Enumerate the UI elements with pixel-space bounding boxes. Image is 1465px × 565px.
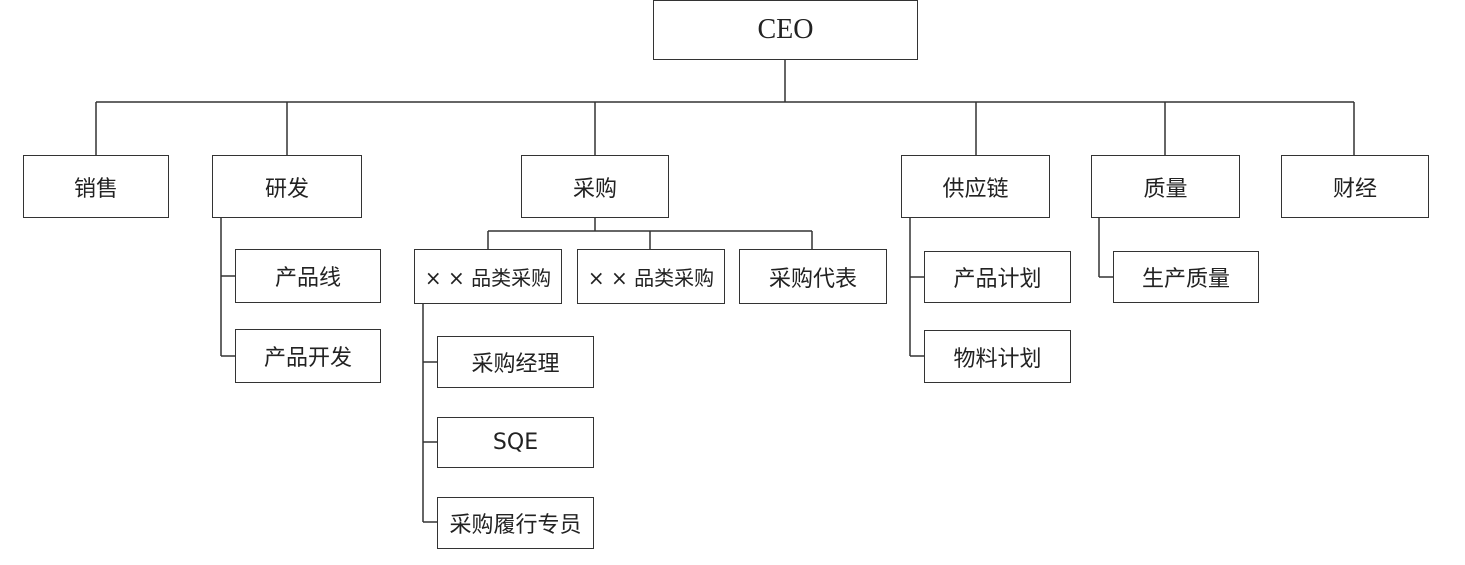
rd-product-line-node: 产品线 [235,249,381,303]
category-purchasing-node-1: × × 品类采购 [414,249,562,304]
ceo-node: CEO [653,0,918,60]
material-planning-node: 物料计划 [924,330,1071,383]
dept-rd-node: 研发 [212,155,362,218]
dept-purchasing-node: 采购 [521,155,669,218]
purchasing-rep-node: 采购代表 [739,249,887,304]
sqe-node: SQE [437,417,594,468]
dept-quality-node: 质量 [1091,155,1240,218]
purchasing-manager-node: 采购经理 [437,336,594,388]
dept-finance-node: 财经 [1281,155,1429,218]
dept-supply-chain-node: 供应链 [901,155,1050,218]
purchase-fulfillment-node: 采购履行专员 [437,497,594,549]
dept-sales-node: 销售 [23,155,169,218]
production-quality-node: 生产质量 [1113,251,1259,303]
product-planning-node: 产品计划 [924,251,1071,303]
rd-product-dev-node: 产品开发 [235,329,381,383]
category-purchasing-node-2: × × 品类采购 [577,249,725,304]
